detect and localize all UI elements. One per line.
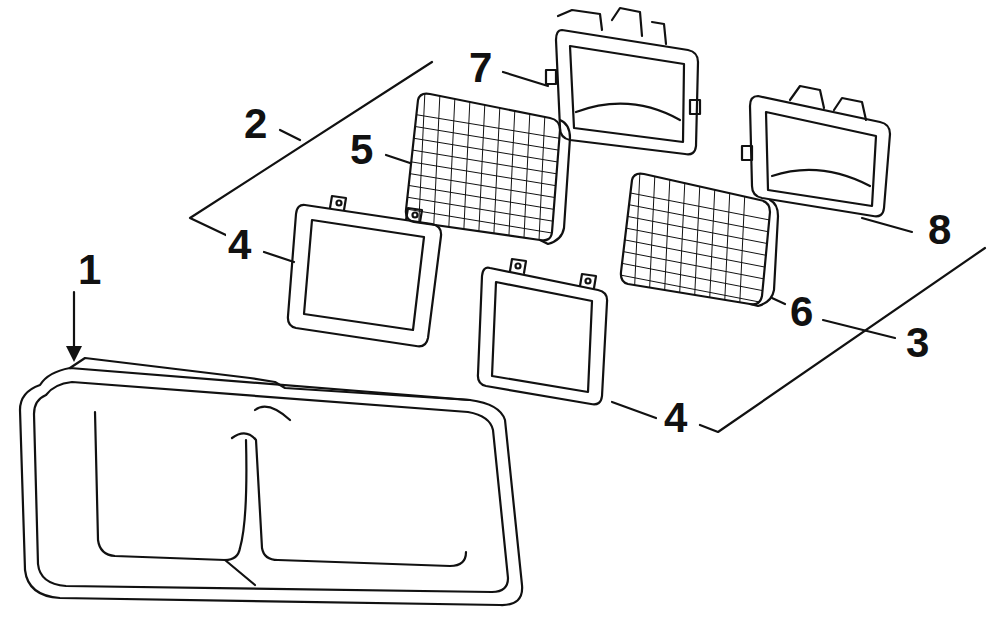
callout-number: 4 [662, 397, 689, 439]
callout-number: 8 [926, 209, 953, 251]
callout-number: 7 [467, 47, 494, 89]
callout-number: 3 [904, 322, 931, 364]
callout-number: 1 [76, 249, 103, 291]
callout-number: 2 [242, 103, 269, 145]
callout-number: 6 [788, 291, 815, 333]
callout-number: 5 [348, 129, 375, 171]
callout-number: 4 [226, 224, 253, 266]
